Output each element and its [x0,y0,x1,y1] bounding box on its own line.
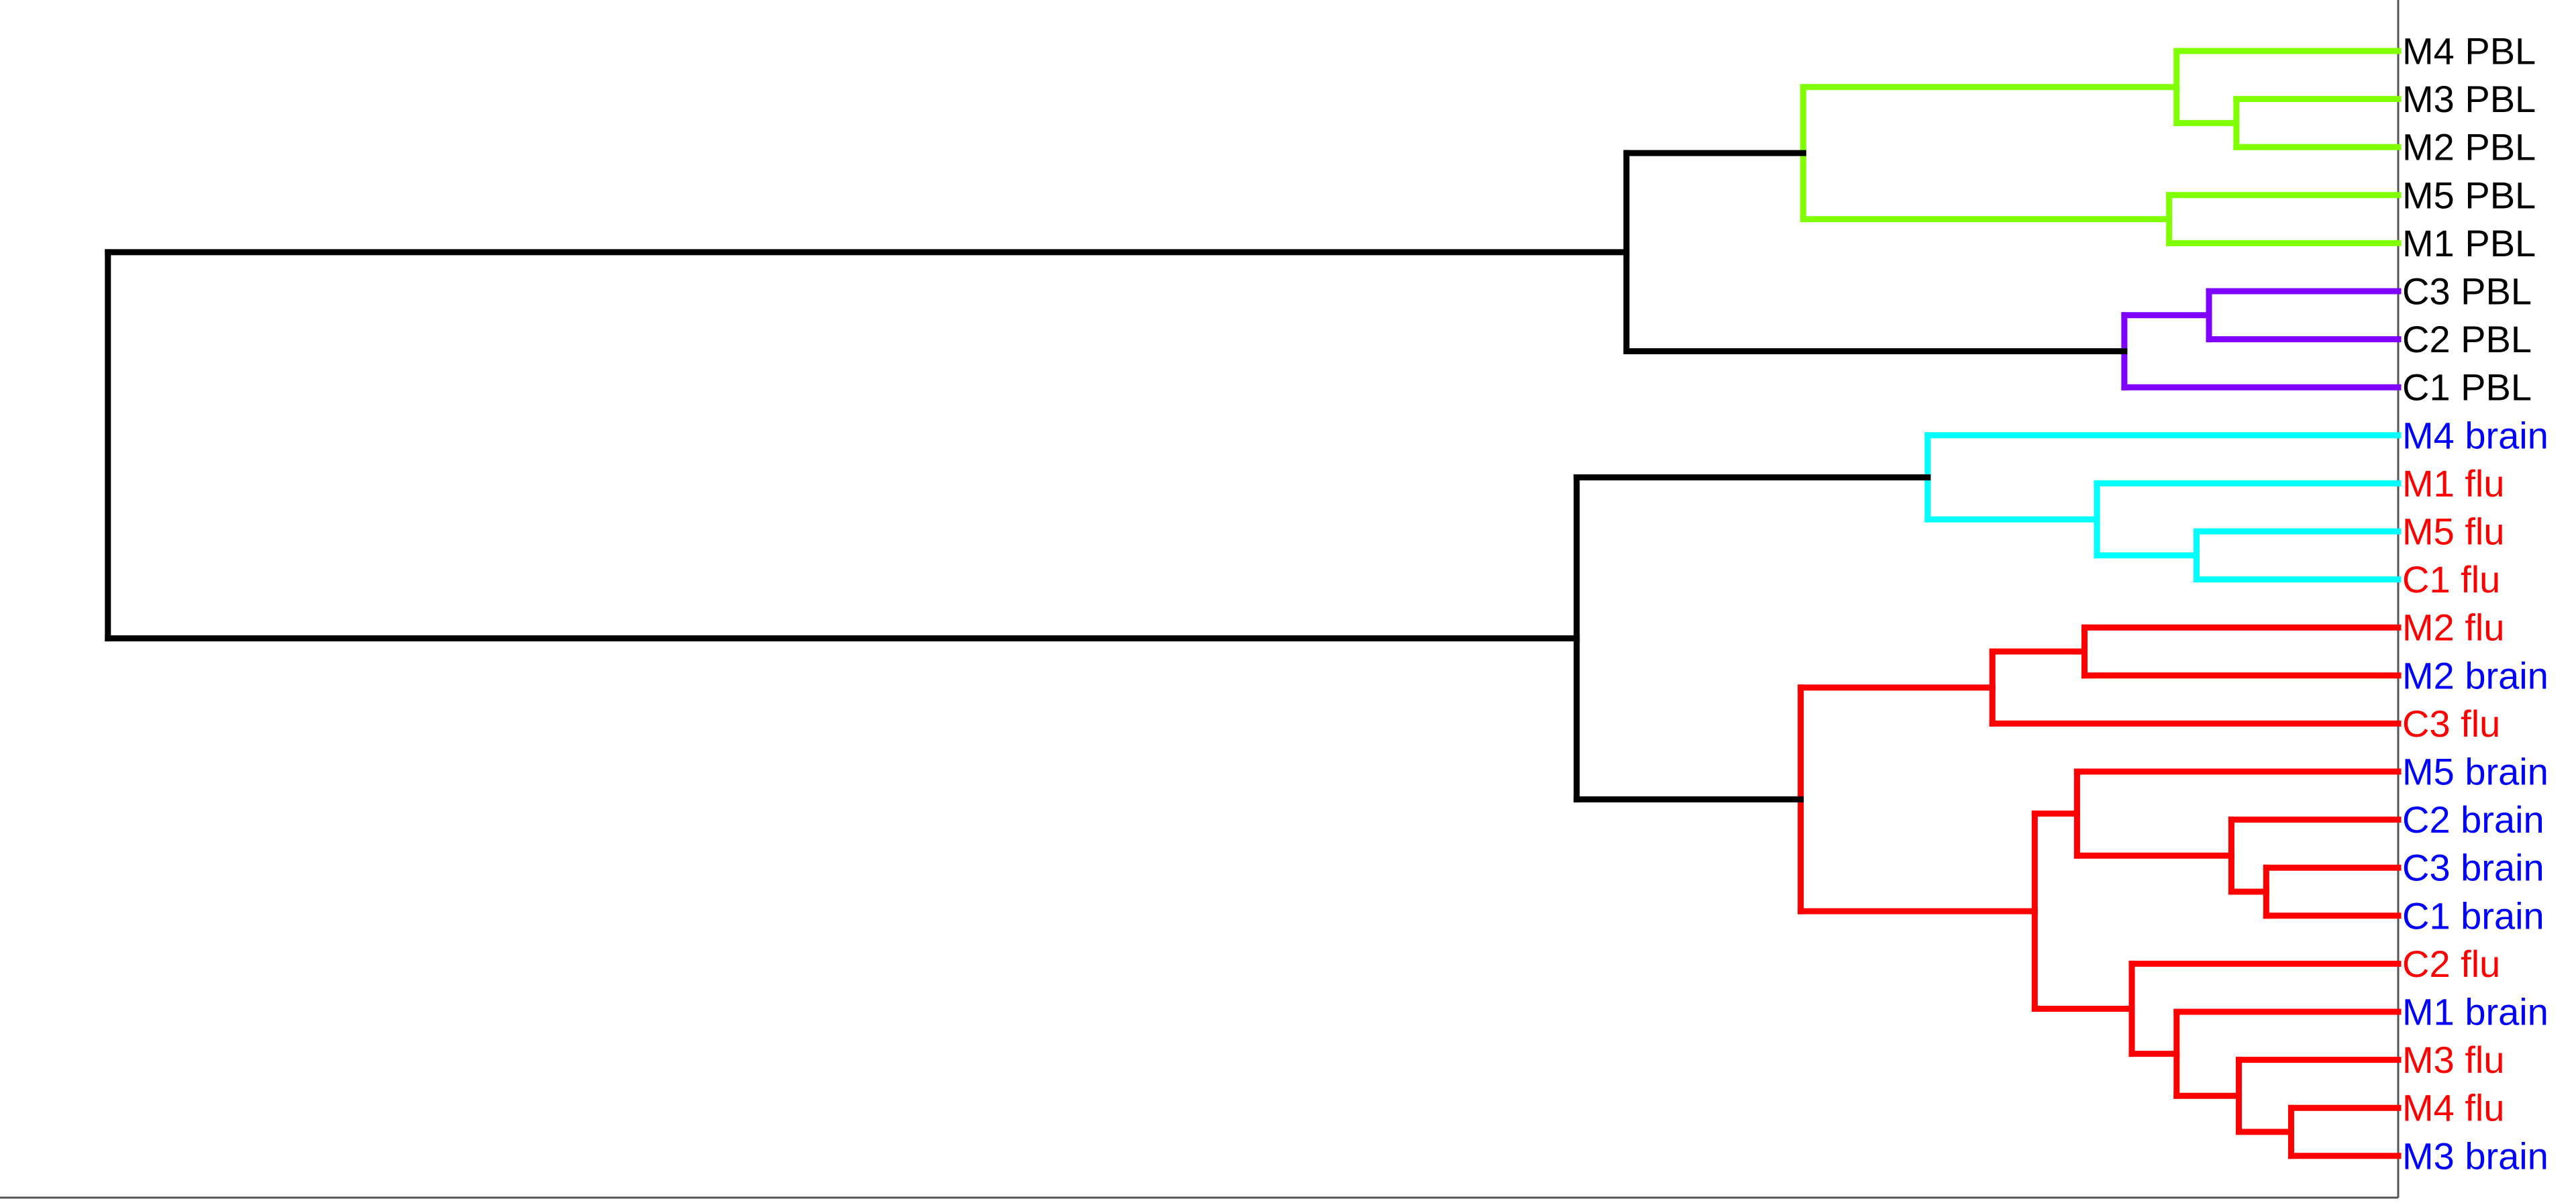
leaf-label: M5 brain [2402,751,2548,793]
leaf-label: C1 flu [2402,558,2500,600]
leaf-label: M4 flu [2402,1087,2505,1129]
leaf-label: M4 brain [2402,414,2548,456]
leaf-label: M5 PBL [2402,174,2536,216]
leaf-label: C1 PBL [2402,366,2532,409]
leaf-label: C3 flu [2402,702,2500,745]
leaf-label: M2 flu [2402,607,2505,649]
leaf-label: M3 PBL [2402,78,2536,120]
leaf-label: C2 brain [2402,798,2544,841]
leaf-label: M1 brain [2402,991,2548,1033]
leaf-label: C3 PBL [2402,270,2532,313]
leaf-label: C2 flu [2402,943,2500,985]
leaf-label: M3 flu [2402,1039,2505,1081]
leaf-label: M1 PBL [2402,222,2536,264]
leaf-label: M2 PBL [2402,126,2536,168]
leaf-label: M5 flu [2402,511,2505,553]
leaf-label: M3 brain [2402,1135,2548,1177]
leaf-label: C2 PBL [2402,318,2532,360]
leaf-label: M4 PBL [2402,30,2536,72]
leaf-label: C3 brain [2402,847,2544,889]
leaf-label: M1 flu [2402,462,2505,505]
leaf-label: C1 brain [2402,894,2544,937]
leaf-label: M2 brain [2402,654,2548,696]
